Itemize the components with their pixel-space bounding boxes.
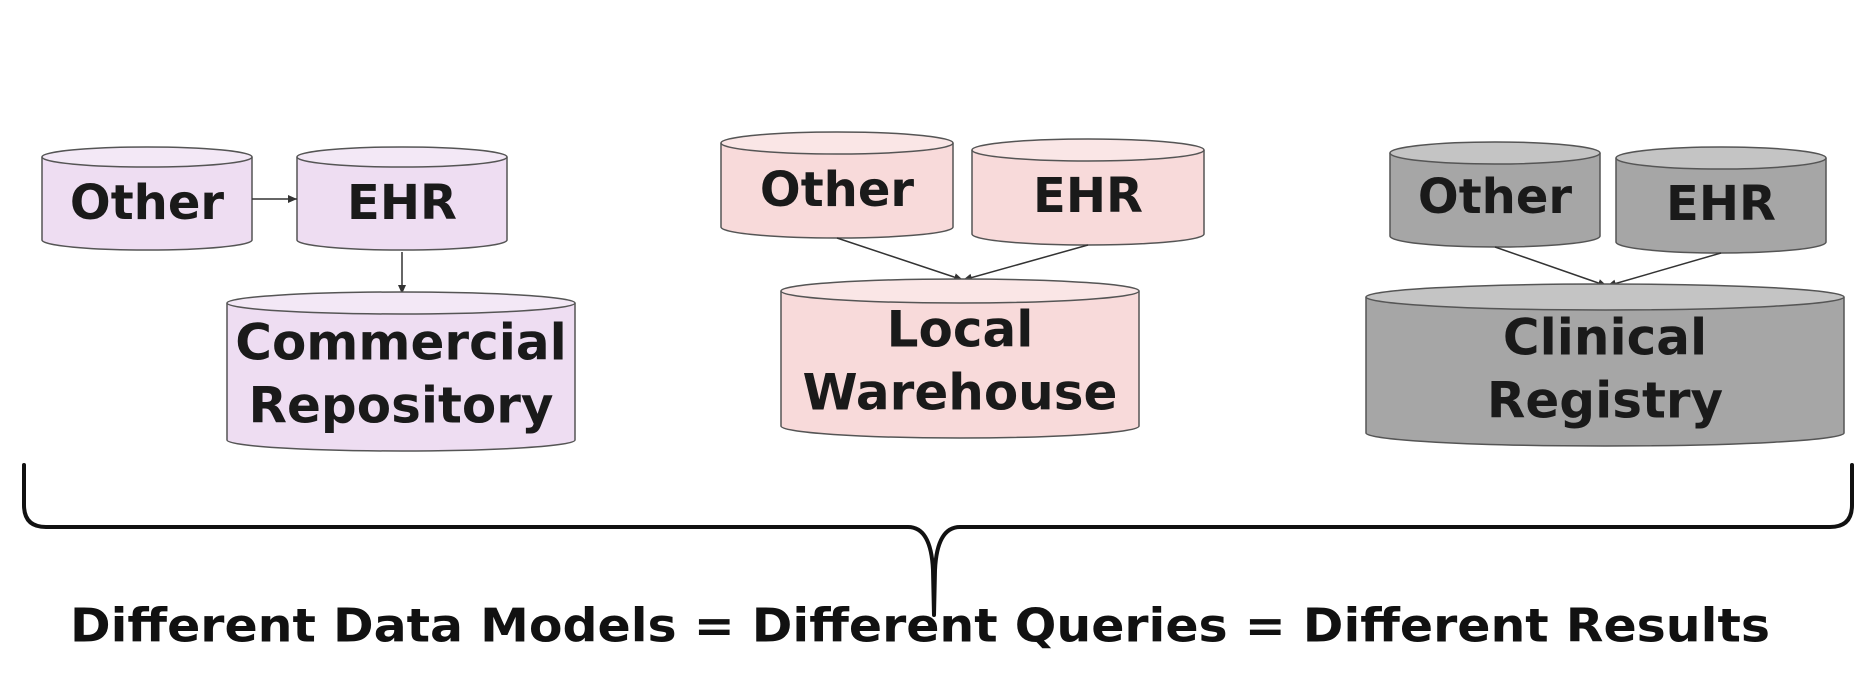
commercial-repository-cylinder: Commercial Repository xyxy=(226,291,576,452)
other-database-cylinder: Other xyxy=(1389,141,1601,248)
other-label: Other xyxy=(1418,169,1572,225)
other-database-cylinder: Other xyxy=(41,146,253,251)
caption-text: Different Data Models = Different Querie… xyxy=(70,599,1770,653)
registry-label-line1: Clinical xyxy=(1503,309,1707,367)
repository-label-line2: Repository xyxy=(249,377,554,435)
other-label: Other xyxy=(760,162,914,218)
ehr-database-cylinder: EHR xyxy=(296,146,508,251)
ehr-database-cylinder: EHR xyxy=(971,138,1205,246)
ehr-label: EHR xyxy=(1033,168,1143,224)
registry-label-line2: Registry xyxy=(1487,372,1723,430)
arrow-other-to-registry xyxy=(1494,246,1608,287)
curly-brace xyxy=(22,463,1854,617)
arrow-ehr-to-warehouse xyxy=(962,244,1089,282)
group-clinical-registry: Other EHR Clinical Registry xyxy=(1365,141,1845,447)
warehouse-label-line2: Warehouse xyxy=(803,364,1118,422)
other-label: Other xyxy=(70,175,224,231)
group-local-warehouse: Other EHR Local Warehouse xyxy=(720,131,1205,439)
warehouse-label-line1: Local xyxy=(887,301,1034,359)
repository-label-line1: Commercial xyxy=(235,314,566,372)
other-database-cylinder: Other xyxy=(720,131,954,239)
arrow-ehr-to-registry xyxy=(1606,252,1722,288)
arrow-other-to-warehouse xyxy=(836,237,964,281)
local-warehouse-cylinder: Local Warehouse xyxy=(780,278,1140,439)
clinical-registry-cylinder: Clinical Registry xyxy=(1365,283,1845,447)
ehr-label: EHR xyxy=(1666,176,1776,232)
ehr-label: EHR xyxy=(347,175,457,231)
group-commercial-repository: Other EHR Commercial Repository xyxy=(41,146,576,452)
ehr-database-cylinder: EHR xyxy=(1615,146,1827,254)
